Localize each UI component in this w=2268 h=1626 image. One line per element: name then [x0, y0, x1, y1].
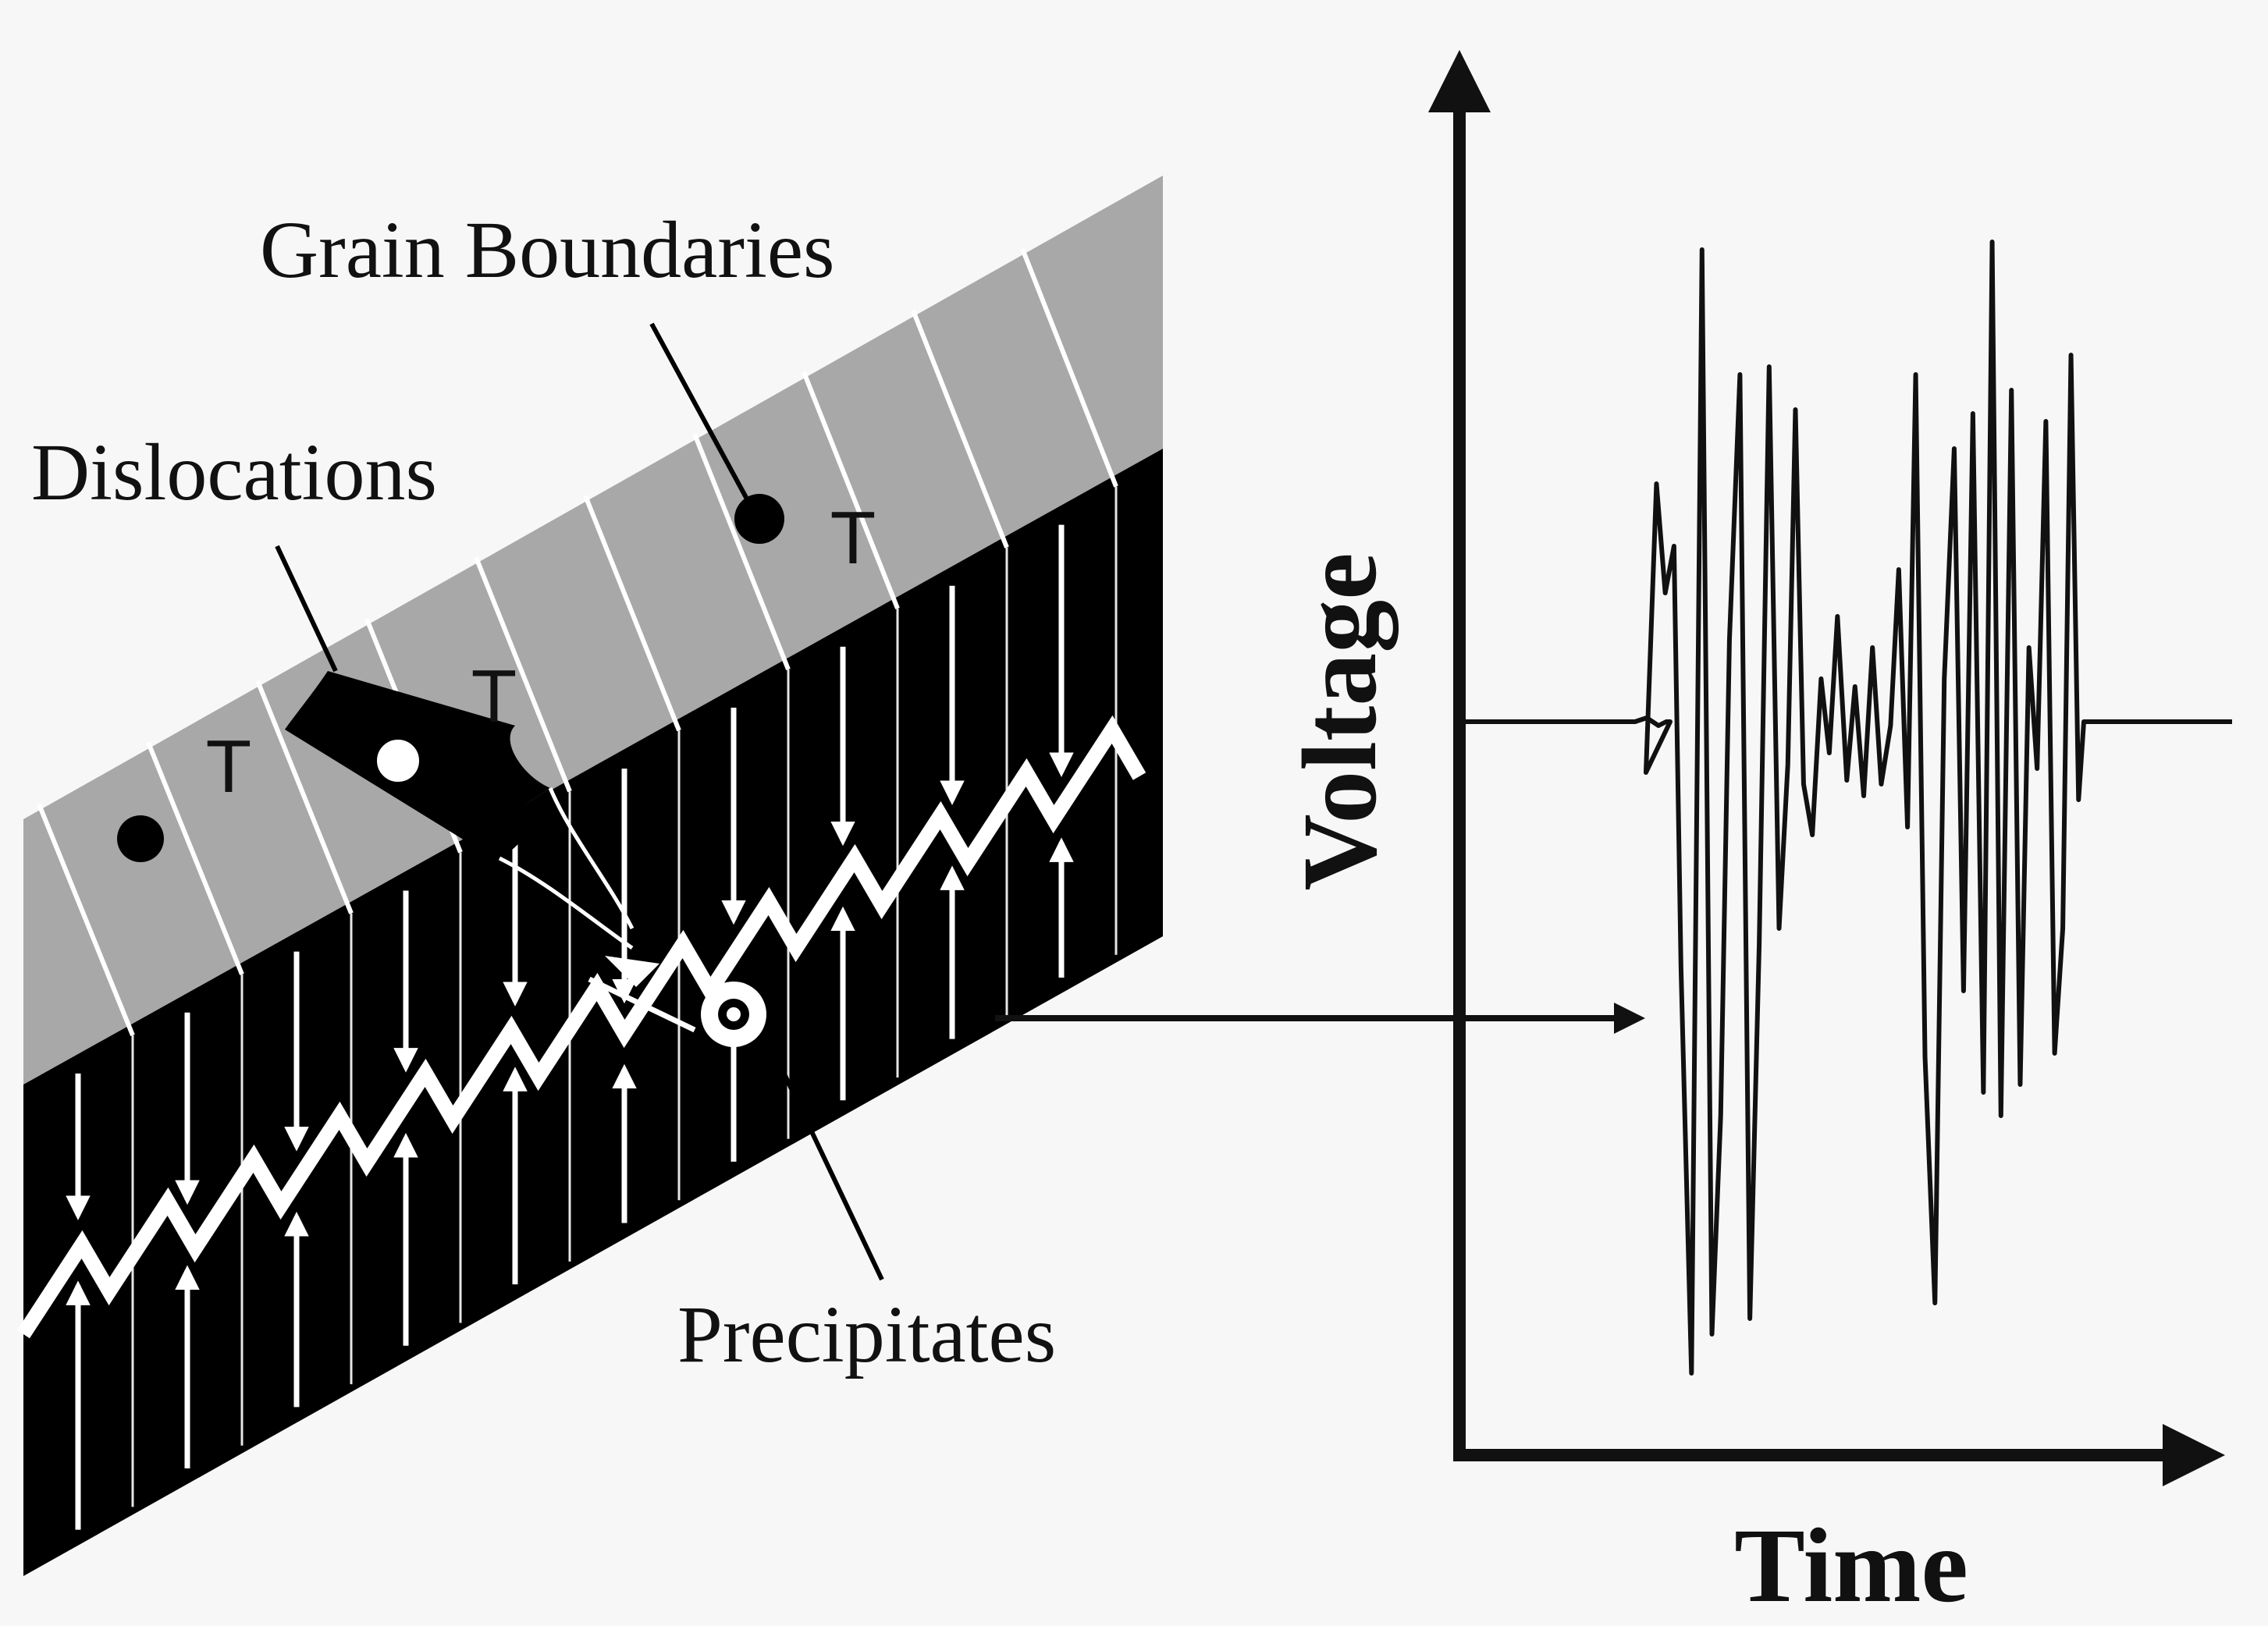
block-front-face — [23, 449, 1163, 1576]
label-precipitates: Precipitates — [677, 1290, 1056, 1379]
grain-boundary-lines — [37, 247, 1118, 1507]
stress-arrows — [66, 524, 1074, 1530]
leader-dislocations — [275, 545, 338, 673]
grain-boundary — [255, 680, 354, 914]
grain-boundary — [1020, 247, 1118, 488]
grain-boundary — [692, 433, 791, 671]
solute-atom-dot — [117, 815, 164, 862]
y-axis-label: Voltage — [1282, 552, 1399, 890]
precipitate-particle — [701, 982, 766, 1047]
dislocation-symbol: T — [206, 725, 252, 808]
leader-precipitates — [770, 1048, 884, 1281]
grain-boundary — [146, 741, 244, 975]
grain-boundary — [911, 309, 1009, 549]
dislocation-symbol: T — [471, 655, 517, 738]
material-block — [17, 176, 1163, 1576]
dislocation-symbol: T — [830, 496, 876, 580]
leader-grain-boundaries — [649, 322, 752, 505]
block-top-face — [23, 176, 1163, 1085]
vacancy-dot — [372, 735, 424, 786]
x-axis-label: Time — [1734, 1507, 1968, 1624]
voltage-time-graph: Voltage Time — [1282, 50, 2232, 1624]
grain-boundary — [37, 803, 135, 1036]
crack-path — [17, 715, 1146, 1339]
grain-boundary — [583, 495, 681, 732]
label-dislocations: Dislocations — [31, 428, 437, 517]
grain-boundary — [802, 371, 900, 609]
label-grain-boundaries: Grain Boundaries — [260, 205, 834, 295]
voltage-signal — [1459, 240, 2232, 1376]
grain-boundary-dot — [734, 494, 784, 544]
grain-boundary — [474, 556, 572, 793]
